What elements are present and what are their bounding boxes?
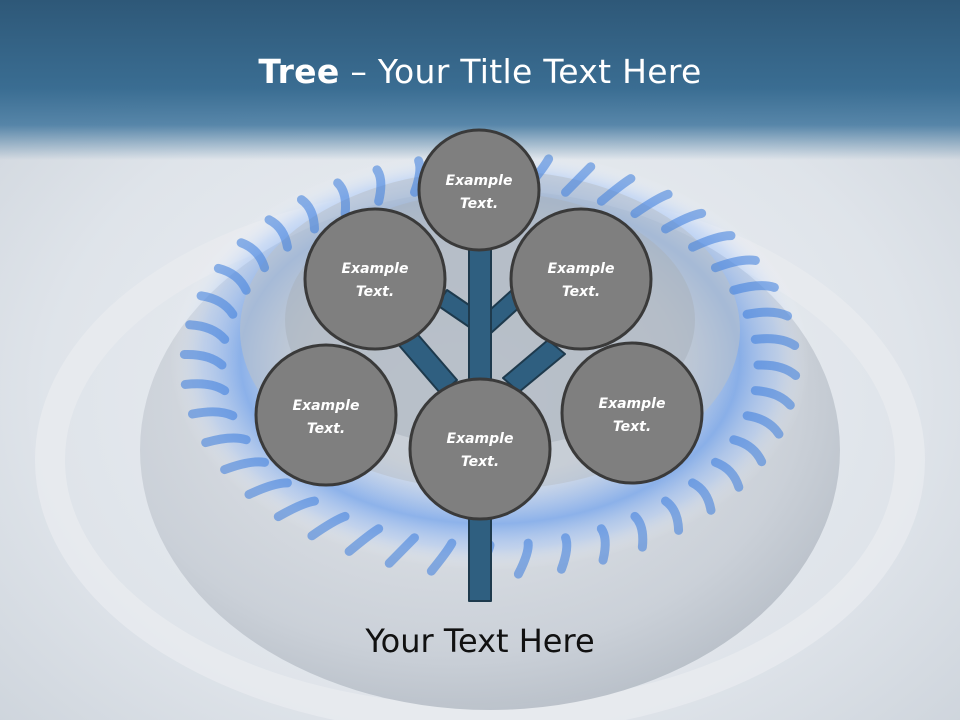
node-upper-left: Example Text. — [303, 207, 447, 351]
slide-title: Tree – Your Title Text Here — [0, 52, 960, 91]
node-upper-right-line1: Example — [548, 261, 615, 277]
flame-tongue — [333, 178, 350, 219]
flame-tongue — [556, 533, 572, 574]
flame-tongue — [742, 411, 784, 439]
flame-tongue — [753, 360, 801, 380]
flame-tongue — [296, 195, 319, 234]
node-upper-right-line2: Text. — [562, 284, 600, 300]
flame-tongue — [630, 189, 673, 219]
flame-tongue — [742, 307, 793, 321]
node-lower-right: Example Text. — [560, 341, 704, 485]
flame-tongue — [750, 334, 800, 351]
flame-tongue — [372, 165, 386, 206]
node-lower-right-line1: Example — [599, 396, 666, 412]
node-center-line2: Text. — [461, 454, 499, 470]
flame-tongue — [220, 457, 270, 475]
flame-tongue — [661, 496, 684, 535]
title-bold: Tree — [258, 52, 340, 91]
flame-tongue — [630, 511, 648, 552]
flame-tongue — [596, 174, 636, 206]
flame-tongue — [213, 263, 251, 295]
node-lower-right-line2: Text. — [613, 419, 651, 435]
flame-tongue — [180, 379, 230, 396]
node-lower-left-line2: Text. — [307, 421, 345, 437]
flame-tongue — [710, 457, 744, 492]
flame-tongue — [596, 524, 610, 565]
flame-tongue — [661, 208, 707, 234]
flame-tongue — [729, 281, 779, 295]
flame-tongue — [187, 407, 238, 421]
flame-ring — [179, 150, 801, 580]
branch-right-lower — [502, 339, 566, 393]
flame-tongue — [307, 511, 350, 541]
flame-tongue — [244, 478, 292, 499]
flame-tongue — [344, 524, 384, 556]
node-center: Example Text. — [408, 377, 552, 521]
node-center-line1: Example — [447, 431, 514, 447]
flame-tongue — [426, 538, 457, 576]
node-upper-left-line2: Text. — [356, 284, 394, 300]
node-lower-left: Example Text. — [254, 343, 398, 487]
flame-tongue — [561, 162, 596, 197]
flame-tongue — [409, 156, 425, 197]
flame-tongue — [513, 538, 533, 579]
node-upper-left-line1: Example — [342, 261, 409, 277]
flame-tongue — [236, 238, 270, 273]
flame-tongue — [384, 533, 419, 568]
flame-tongue — [688, 231, 736, 252]
node-lower-left-line1: Example — [293, 398, 360, 414]
flame-tongue — [196, 291, 238, 319]
title-rest: – Your Title Text Here — [339, 52, 702, 91]
node-upper-right: Example Text. — [509, 207, 653, 351]
flame-tongue — [264, 215, 292, 252]
flame-tongue — [729, 435, 767, 467]
flame-tongue — [185, 320, 230, 344]
caption-text: Your Text Here — [365, 622, 595, 660]
flame-tongue — [201, 433, 251, 448]
flame-tongue — [688, 478, 716, 515]
flame-tongue — [710, 255, 760, 273]
node-top: Example Text. — [417, 128, 541, 252]
flame-tongue — [179, 350, 227, 370]
flame-tongue — [750, 386, 795, 410]
flame-tongue — [273, 496, 319, 522]
node-top-line1: Example — [446, 173, 513, 189]
node-top-line2: Text. — [460, 196, 498, 212]
